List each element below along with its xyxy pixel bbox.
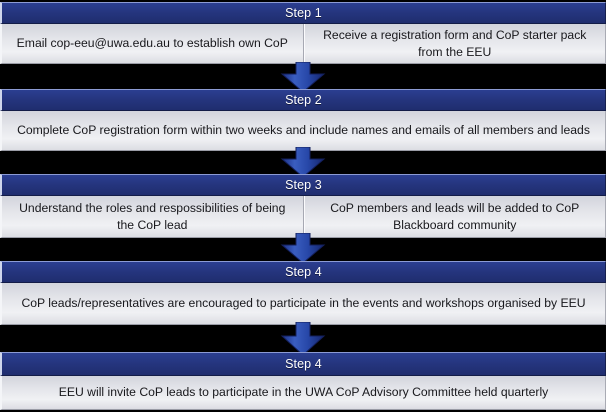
step-2-cell-1: Complete CoP registration form within tw… [17, 123, 590, 138]
step-block-5: Step 4 EEU will invite CoP leads to part… [0, 352, 606, 410]
step-header-1: Step 1 [0, 2, 606, 24]
step-header-4: Step 4 [0, 261, 606, 283]
step-3-cell-1: Understand the roles and respossibilitie… [2, 196, 304, 237]
step-3-cell-2: CoP members and leads will be added to C… [303, 196, 606, 237]
step-header-3: Step 3 [0, 174, 606, 196]
step-header-2: Step 2 [0, 89, 606, 111]
step-body-3: Understand the roles and respossibilitie… [0, 196, 606, 238]
step-5-cell-1: EEU will invite CoP leads to participate… [58, 385, 549, 400]
arrow-step4-to-step5-icon [276, 322, 330, 355]
arrow-step1-to-step2-icon [276, 62, 330, 92]
step-1-cell-2: Receive a registration form and CoP star… [303, 24, 606, 63]
step-block-4: Step 4 CoP leads/representatives are enc… [0, 261, 606, 325]
step-1-cell-1: Email cop-eeu@uwa.edu.au to establish ow… [2, 24, 304, 63]
step-header-label-1: Step 1 [285, 5, 322, 20]
step-body-1: Email cop-eeu@uwa.edu.au to establish ow… [0, 24, 606, 64]
step-body-4: CoP leads/representatives are encouraged… [0, 283, 606, 325]
step-header-label-5: Step 4 [285, 356, 322, 371]
step-header-5: Step 4 [0, 352, 606, 376]
step-header-label-3: Step 3 [285, 177, 322, 192]
step-header-label-2: Step 2 [285, 92, 322, 107]
step-body-2: Complete CoP registration form within tw… [0, 111, 606, 151]
step-block-1: Step 1 Email cop-eeu@uwa.edu.au to estab… [0, 2, 606, 64]
step-block-2: Step 2 Complete CoP registration form wi… [0, 89, 606, 151]
step-4-cell-1: CoP leads/representatives are encouraged… [21, 296, 586, 311]
step-header-label-4: Step 4 [285, 264, 322, 279]
step-block-3: Step 3 Understand the roles and respossi… [0, 174, 606, 238]
arrow-step2-to-step3-icon [276, 147, 330, 177]
step-body-5: EEU will invite CoP leads to participate… [0, 376, 606, 410]
